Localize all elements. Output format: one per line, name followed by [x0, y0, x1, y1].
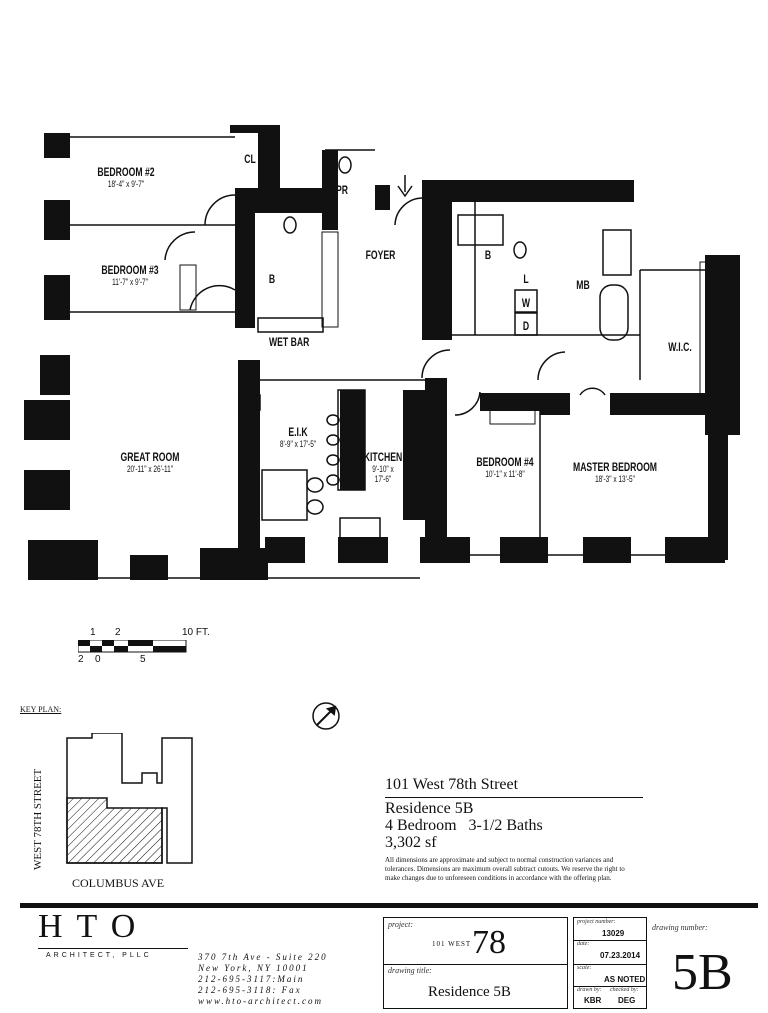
key-plan-street-vertical: WEST 78TH STREET: [32, 768, 44, 870]
room-powder: PR: [335, 183, 348, 197]
wall-column: [200, 548, 268, 580]
drawing-number-box: drawing number: 5B: [652, 923, 733, 1001]
project-box: project: 101 WEST 78 drawing title: Resi…: [383, 917, 568, 1009]
drawing-scale: AS NOTED: [604, 975, 646, 984]
room-wic: W.I.C.: [668, 340, 692, 354]
scale-label: 5: [140, 654, 146, 665]
room-laundry-l: L: [523, 272, 529, 286]
wall: [235, 188, 255, 328]
project-logo-text: 101 WEST: [432, 940, 472, 948]
scale-label: 2: [115, 627, 121, 638]
scale-bar: [78, 640, 187, 653]
residence-address: 101 West 78th Street: [385, 776, 519, 793]
wall: [322, 150, 338, 230]
wall: [425, 378, 447, 538]
core-wall: [708, 400, 728, 560]
key-plan-label: KEY PLAN:: [20, 705, 62, 714]
residence-unit: Residence 5B: [385, 800, 474, 817]
key-plan-diagram: [66, 733, 193, 864]
room-bath-left: B: [268, 272, 276, 286]
wall-column: [338, 537, 388, 563]
core-wall: [422, 180, 452, 340]
wall-column: [28, 540, 98, 580]
wall: [480, 393, 540, 411]
kitchen-counter: [403, 390, 425, 520]
north-arrow-icon: [312, 702, 340, 730]
title-block-rule: [20, 903, 758, 908]
scale-label: 10 FT.: [182, 627, 210, 638]
wall: [540, 393, 570, 415]
project-number: 13029: [602, 929, 625, 938]
drawing-date: 07.23.2014: [600, 951, 641, 960]
wall: [230, 125, 280, 133]
room-laundry-d: D: [522, 319, 530, 333]
wall-column: [265, 537, 305, 563]
wall-column: [583, 537, 631, 563]
wall-column: [24, 470, 70, 510]
entry-arrow-icon: [397, 175, 413, 198]
wall-column: [130, 555, 168, 580]
wall-column: [500, 537, 548, 563]
room-wet-bar: WET BAR: [269, 335, 310, 349]
scale-label: 2: [78, 654, 84, 665]
room-foyer: FOYER: [365, 248, 396, 262]
wall-column: [44, 275, 70, 320]
wall-column: [24, 400, 70, 440]
floor-plan: [24, 125, 740, 580]
key-plan-street-horizontal: COLUMBUS AVE: [72, 876, 165, 890]
firm-logo: HTO: [38, 908, 150, 945]
firm-subtitle: ARCHITECT, PLLC: [46, 952, 152, 959]
room-closet: CL: [244, 152, 256, 166]
room-laundry-w: W: [521, 296, 531, 310]
scale-label: 0: [95, 654, 101, 665]
disclaimer: All dimensions are approximate and subje…: [385, 856, 625, 882]
drawn-by: KBR: [584, 996, 602, 1005]
wall-column: [44, 200, 70, 240]
room-master-bath: MB: [576, 278, 590, 292]
room-bath-right: B: [484, 248, 492, 262]
firm-address: 370 7th Ave - Suite 220 New York, NY 100…: [198, 952, 328, 1006]
kitchen-island: [340, 390, 365, 490]
drawing-title: Residence 5B: [428, 984, 511, 1000]
residence-area: 3,302 sf: [385, 834, 437, 851]
project-logo-number: 78: [472, 924, 506, 961]
scale-label: 1: [90, 627, 96, 638]
wall-column: [40, 355, 70, 395]
checked-by: DEG: [618, 996, 636, 1005]
wall: [375, 185, 390, 210]
wall: [258, 125, 280, 190]
wall: [610, 393, 720, 415]
wall-column: [44, 133, 70, 158]
core-wall: [422, 180, 634, 202]
residence-rooms: 4 Bedroom 3-1/2 Baths: [385, 817, 543, 834]
drawing-number: 5B: [672, 944, 733, 1001]
wall-column: [420, 537, 470, 563]
project-info-box: project number: 13029 date: 07.23.2014 s…: [573, 917, 647, 1009]
wall: [238, 360, 260, 550]
